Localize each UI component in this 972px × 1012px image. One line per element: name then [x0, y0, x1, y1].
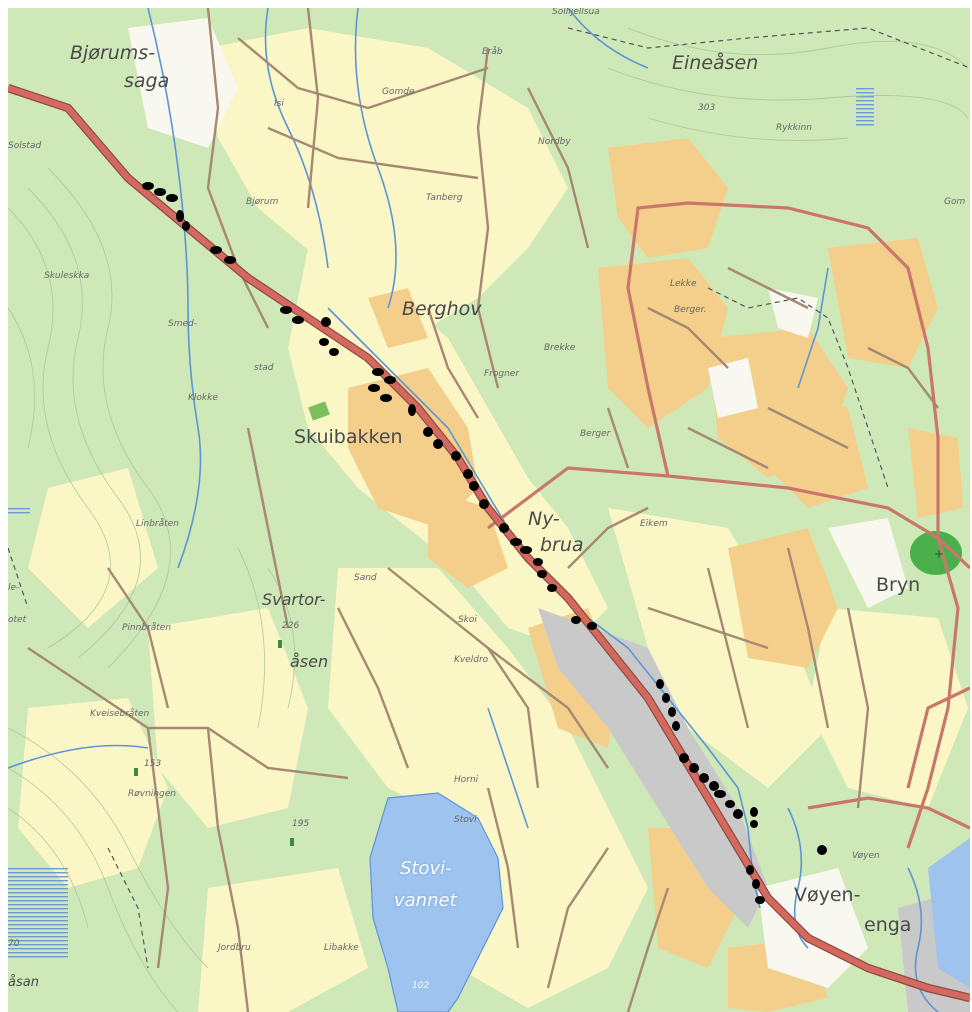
river-right-edge [928, 838, 970, 988]
label-brekke: Brekke [544, 343, 576, 353]
label-stad: stad [254, 363, 274, 373]
label-isi: Isi [274, 99, 284, 109]
place-berghov: Berghov [402, 298, 482, 320]
label-eikem: Eikem [640, 519, 668, 529]
place-voyenenga-line1: Vøyen- [794, 884, 861, 906]
contour-lines [8, 27, 969, 1012]
elevation-303: 303 [698, 103, 716, 113]
hatched-water-top [856, 88, 874, 128]
label-gomde: Gomde [382, 87, 415, 97]
place-eineasen: Eineåsen [672, 52, 759, 74]
place-nybrua-line1: Ny- [528, 508, 560, 530]
label-voyen: Vøyen [852, 851, 880, 861]
label-rovningen: Røvningen [128, 789, 176, 799]
label-asan: åsan [8, 975, 39, 990]
map-viewport[interactable]: + Bjørums- saga Eineåsen Berghov Skuibak… [8, 8, 970, 1012]
label-linbraten: Linbråten [136, 519, 179, 529]
label-libakke: Libakke [324, 943, 359, 953]
roads [27, 8, 939, 1012]
label-lekke: Lekke [670, 279, 697, 289]
label-skuleskka: Skuleskka [44, 271, 90, 281]
pond [910, 531, 962, 575]
elevation-70: 70 [8, 939, 20, 949]
place-svartorasen-line1: Svartor- [262, 590, 326, 609]
elev-marker-153 [134, 768, 138, 776]
label-erab: Eråb [482, 47, 503, 57]
place-svartorasen-line2: åsen [290, 652, 329, 671]
label-berger: Berger [580, 429, 611, 439]
cross-icon: + [934, 547, 944, 561]
label-horni: Horni [454, 775, 479, 785]
place-bjorumssaga-line2: saga [124, 70, 170, 92]
label-solstad: Solstad [8, 141, 42, 151]
place-voyenenga-line2: enga [864, 914, 912, 936]
label-bjorum: Bjørum [246, 197, 279, 207]
elevation-102: 102 [412, 981, 430, 991]
label-nordby: Nordby [538, 137, 571, 147]
place-skuibakken: Skuibakken [294, 426, 403, 448]
secondary-roads [487, 201, 970, 849]
label-stovi: Stovi [454, 815, 477, 825]
track-markers [142, 182, 827, 904]
green-marker [308, 401, 330, 421]
trails [8, 27, 970, 969]
map-svg: + [8, 8, 970, 1012]
label-sollijellsua: Sollijellsua [552, 8, 600, 17]
label-otet: otet [8, 615, 27, 625]
label-kveisebraten: Kveisebråten [90, 709, 150, 719]
label-klokke: Klokke [188, 393, 218, 403]
label-berger-n: Berger. [674, 305, 707, 315]
label-smed: Smed- [168, 319, 197, 329]
farmland-areas [348, 138, 963, 1012]
lake-stovivannet [369, 792, 504, 1012]
elev-marker-195 [290, 838, 294, 846]
elev-marker-226 [278, 640, 282, 648]
label-le: le- [8, 583, 20, 593]
label-sand: Sand [354, 573, 377, 583]
label-pinnbraten: Pinnbråten [122, 623, 172, 633]
label-gom: Gom [944, 197, 966, 207]
place-nybrua-line2: brua [540, 534, 584, 556]
elevation-195: 195 [292, 819, 310, 829]
elevation-153: 153 [144, 759, 162, 769]
hatched-water-mid [8, 506, 30, 516]
label-kveldro: Kveldro [454, 655, 489, 665]
label-jordbru: Jordbru [218, 943, 251, 953]
elevation-226: 226 [282, 621, 300, 631]
label-tanberg: Tanberg [426, 193, 463, 203]
label-frogner: Frogner [484, 369, 520, 379]
place-bryn: Bryn [876, 574, 921, 596]
lake-label-line2: vannet [394, 890, 457, 911]
label-rykkinn: Rykkinn [776, 123, 812, 133]
hatched-water-left [8, 868, 68, 958]
lake-label-line1: Stovi- [400, 858, 452, 879]
industrial-area [538, 608, 768, 928]
label-skoi: Skoi [458, 615, 477, 625]
place-bjorumssaga-line1: Bjørums- [70, 42, 156, 64]
